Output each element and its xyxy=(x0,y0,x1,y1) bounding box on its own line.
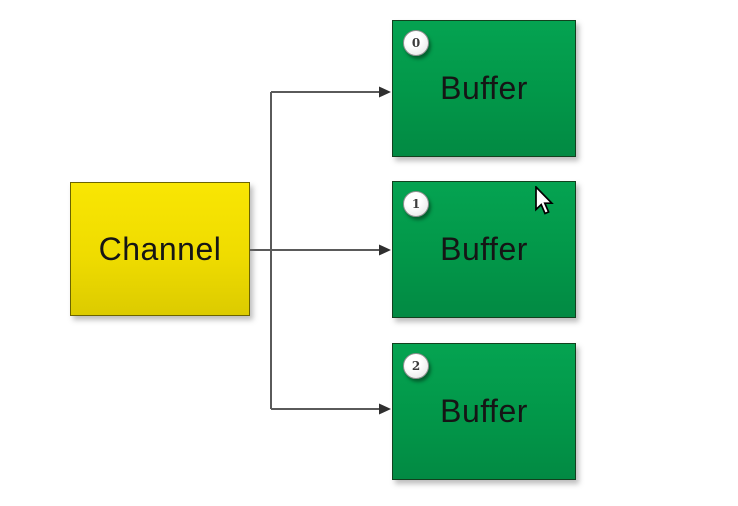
channel-node[interactable]: Channel xyxy=(70,182,250,316)
arrowhead-buffer-2 xyxy=(379,403,391,415)
buffer-1-label: Buffer xyxy=(440,231,528,267)
buffer-0-label: Buffer xyxy=(440,70,528,106)
buffer-1-badge: 1 xyxy=(403,191,429,217)
channel-label: Channel xyxy=(98,230,222,267)
buffer-node-0[interactable]: 0 Buffer xyxy=(392,20,576,157)
arrowhead-buffer-1 xyxy=(379,244,391,256)
arrowhead-buffer-0 xyxy=(379,86,391,98)
buffer-2-badge: 2 xyxy=(403,353,429,379)
buffer-node-2[interactable]: 2 Buffer xyxy=(392,343,576,480)
buffer-0-badge: 0 xyxy=(403,30,429,56)
buffer-2-label: Buffer xyxy=(440,393,528,429)
buffer-node-1[interactable]: 1 Buffer xyxy=(392,181,576,318)
